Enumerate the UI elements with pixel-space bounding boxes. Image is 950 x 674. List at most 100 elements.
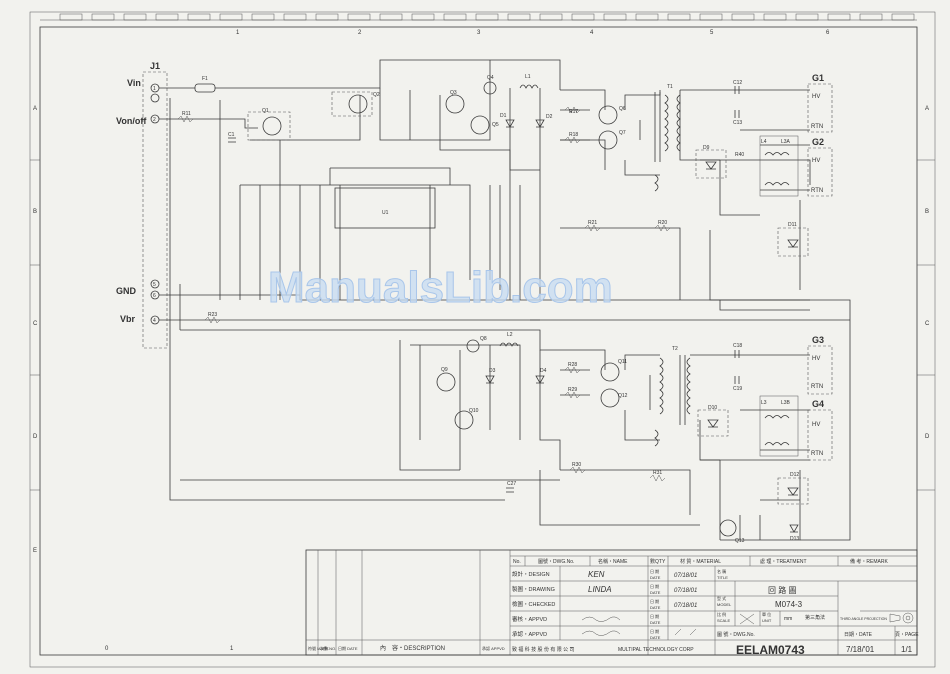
title-block: 符號 MARK 次數 NO. 日期 DATE 內 容・DESCRIPTION 承… [305,549,919,657]
diode-d1 [505,119,515,128]
d12-label: D12 [790,472,799,478]
q3-label: Q3 [450,90,457,96]
grid-col-6: 6 [826,30,830,36]
q7-label: Q7 [619,130,626,136]
transformer-t1 [654,92,681,192]
header-qty: 數QTY [650,558,666,565]
inductor-l1 [519,84,539,89]
drawing-name: LINDA [588,585,612,594]
q9-label: Q9 [441,367,448,373]
label-gnd: GND [116,286,137,296]
resistor-r21 [584,224,601,232]
rev-header-appvd: 承認 APPVD [482,645,505,651]
border-tick [891,13,915,21]
inductor-group-bottom [759,395,799,457]
d11-label: D11 [788,222,797,228]
r20-label: R20 [658,220,667,226]
resistor-r31 [649,474,666,482]
l4-label: L4 [761,139,767,145]
appvd-signature-1 [581,616,621,622]
scale-none-mark [739,613,755,625]
appvd-label-2: 承認・APPVD [512,630,547,638]
model-number: M074-3 [775,600,803,609]
r11-label: R11 [182,111,191,117]
drawing-label: 製圖・DRAWING [512,585,555,593]
border-tick [827,13,851,21]
resistor-r17 [564,106,581,114]
label-von-off: Von/off [116,116,147,126]
output-g4-box [807,409,833,461]
l1-label: L1 [525,74,531,80]
c18-label: C18 [733,343,742,349]
appvd-date-cn-2: 日 期 [650,628,659,634]
transistor-q4 [483,81,497,95]
r28-label: R28 [568,362,577,368]
dwg-number: EELAM0743 [736,643,805,657]
diode-d12 [787,487,799,496]
checked-date: 07/18/01 [674,603,697,609]
appvd-date-cn-1: 日 期 [650,613,659,619]
diode-d4 [535,375,545,384]
grid-col-3: 3 [477,30,481,36]
drawing-title: 回 路 圖 [768,585,796,595]
r17-label: R17 [569,109,578,115]
border-tick [379,13,403,21]
output-g4-ref: G4 [812,399,824,409]
transistor-q8 [466,339,480,353]
label-vin: Vin [127,78,141,88]
d13-label: D13 [790,536,799,542]
transistor-q2 [348,94,368,114]
border-tick [635,13,659,21]
company-name-en: MULTIPAL TECHNOLOGY CORP [618,647,694,653]
inductor-l2 [499,342,519,347]
border-tick [763,13,787,21]
transistor-q6 [598,105,618,125]
model-en-label: MODEL [717,602,732,607]
output-g2-ref: G2 [812,137,824,147]
output-g1-ref: G1 [812,73,824,83]
company-name-cn: 致 福 科 技 股 份 有 限 公 司 [512,646,575,653]
drawing-date-en: DATE [650,590,661,595]
q10-label: Q10 [469,408,479,414]
transistor-q3 [445,94,465,114]
q8-label: Q8 [480,336,487,342]
grid-col-2: 2 [358,30,362,36]
grid-col-bottom-1: 1 [230,646,234,652]
border-tick [283,13,307,21]
diode-d3 [485,375,495,384]
pin-2-num: 2 [153,117,156,123]
unit-cn-label: 單 位 [762,611,771,617]
d4-label: D4 [540,368,547,374]
grid-row-a-right: A [925,106,929,112]
transistor-q9 [436,372,456,392]
header-name: 名稱・NAME [598,558,628,565]
resistor-r29 [564,391,581,399]
r23-label: R23 [208,312,217,318]
checked-date-en: DATE [650,605,661,610]
page-label: 頁・PAGE [895,632,919,638]
border-tick [411,13,435,21]
border-tick [123,13,147,21]
r30-label: R30 [572,462,581,468]
drawing-date-cn: 日 期 [650,583,659,589]
checked-date-cn: 日 期 [650,598,659,604]
output-g2-rtn: RTN [811,188,823,194]
d2-label: D2 [546,114,553,120]
output-connectors: G1 HV RTN G2 HV RTN G3 HV RTN G4 HV RTN [807,73,833,461]
border-tick [699,13,723,21]
t2-label: T2 [672,346,678,352]
transistor-q12 [600,388,620,408]
r40-label: R40 [735,152,744,158]
checked-label: 檢圖・CHECKED [512,600,555,608]
c27-label: C27 [507,481,516,487]
u1-label: U1 [382,210,389,216]
appvd-date-en-1: DATE [650,620,661,625]
border-tick [443,13,467,21]
border-tick [251,13,275,21]
rev-header-date: 日期 DATE [338,645,358,651]
bottom-channel-wiring [180,319,851,541]
header-remark: 備 考・REMARK [850,558,888,565]
pin-5-num: 5 [153,282,156,288]
output-g1-rtn: RTN [811,124,823,130]
